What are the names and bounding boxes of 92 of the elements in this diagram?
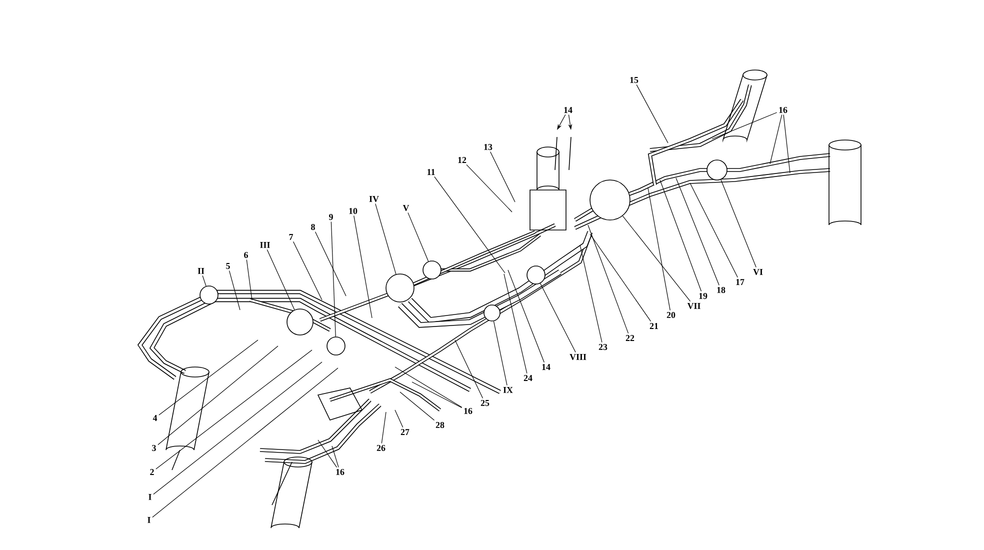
callout-number: 2	[150, 469, 154, 475]
leader-line	[466, 164, 512, 212]
leader-line	[314, 231, 346, 296]
leader-line	[660, 180, 702, 292]
detail-circle	[286, 308, 314, 336]
callout-number: 5	[226, 263, 230, 269]
callout-number: 12	[458, 157, 466, 163]
callout-number: IV	[369, 196, 379, 202]
callout-number: 3	[152, 444, 156, 451]
leader-line	[400, 392, 435, 421]
callout-number: 27	[400, 429, 410, 435]
leader-line	[490, 151, 516, 202]
leader-line	[153, 362, 322, 495]
leader-line	[381, 412, 386, 444]
callout-number: I	[148, 494, 152, 500]
leader-line	[246, 259, 252, 300]
callout-number: 14	[564, 107, 572, 113]
callout-number: 15	[630, 77, 638, 83]
callout-number: V	[402, 204, 410, 211]
callout-number: 20	[666, 312, 676, 318]
leader-line	[394, 410, 404, 428]
leader-line	[648, 188, 670, 311]
callout-number: III	[260, 242, 270, 248]
leader-line	[720, 179, 756, 268]
callout-number: 23	[598, 344, 608, 350]
detail-circle	[200, 286, 218, 304]
callout-number: 24	[524, 375, 532, 381]
callout-number: 8	[311, 224, 315, 230]
callout-number: 19	[699, 292, 708, 299]
callout-number: I	[148, 517, 150, 523]
callout-number: 6	[244, 252, 248, 258]
leader-line	[508, 270, 544, 363]
leader-line	[394, 366, 462, 408]
leader-line	[202, 275, 206, 286]
callout-number: IX	[503, 387, 513, 393]
leader-line	[783, 114, 790, 174]
callout-number: VIII	[570, 354, 586, 360]
callout-number: 16	[779, 106, 788, 114]
leader-line	[434, 176, 506, 274]
callout-number: 16	[336, 468, 344, 475]
detail-circle	[526, 266, 546, 284]
detail-circle	[422, 260, 442, 280]
callout-number: 21	[650, 323, 658, 329]
leader-line	[622, 216, 691, 302]
leader-line	[354, 215, 372, 318]
callout-number: 11	[428, 169, 435, 175]
leader-line	[712, 112, 778, 140]
callout-number: 9	[329, 214, 333, 220]
callout-number: 17	[736, 279, 744, 285]
leader-line	[690, 182, 738, 278]
detail-circle	[484, 304, 500, 322]
callout-number: 10	[349, 208, 358, 214]
callout-number: 18	[717, 286, 726, 294]
callout-number: 7	[289, 234, 294, 240]
callout-number: 14	[542, 364, 550, 370]
leader-line	[156, 350, 312, 470]
leader-line	[676, 178, 720, 286]
leader-line	[375, 203, 396, 274]
leader-line	[504, 274, 528, 374]
leader-line	[330, 221, 336, 337]
detail-circle	[706, 160, 728, 180]
callout-number: 4	[152, 415, 158, 421]
leader-line	[454, 340, 484, 399]
leader-line	[540, 283, 576, 353]
leader-line	[158, 340, 258, 416]
leader-line	[590, 234, 652, 322]
callout-number: 22	[626, 335, 634, 341]
leader-line	[158, 346, 278, 446]
leader-line	[636, 84, 668, 144]
detail-circle	[386, 274, 414, 302]
leader-line	[332, 446, 339, 468]
detail-circle	[590, 180, 630, 220]
leader-line	[580, 244, 602, 343]
callout-number: 28	[436, 422, 444, 428]
callout-number: VI	[753, 268, 763, 275]
callout-number: 25	[480, 400, 490, 406]
leader-line	[292, 241, 322, 300]
callout-number: VII	[687, 302, 700, 309]
callout-number: 16	[464, 408, 472, 414]
callout-number: II	[198, 268, 204, 274]
leader-line	[493, 320, 508, 386]
leader-line	[408, 212, 429, 262]
leader-line	[588, 224, 629, 334]
callout-number: 13	[484, 144, 492, 150]
leader-line	[152, 368, 338, 518]
leader-line	[412, 382, 462, 408]
leader-line	[266, 249, 295, 310]
callout-number: 26	[376, 444, 386, 451]
leader-line	[228, 270, 240, 310]
leader-line	[318, 440, 338, 468]
detail-circle	[326, 336, 346, 356]
leader-line	[770, 114, 782, 164]
